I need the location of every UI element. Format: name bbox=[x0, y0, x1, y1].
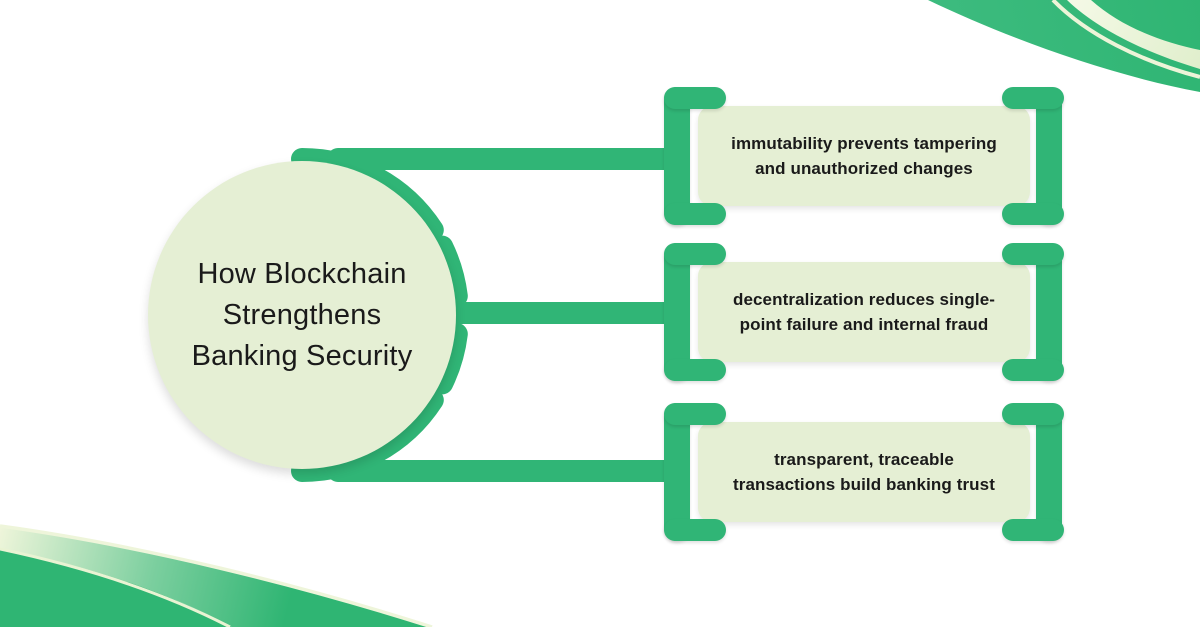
feature-box: decentralization reduces single- point f… bbox=[698, 262, 1030, 362]
center-circle: How Blockchain Strengthens Banking Secur… bbox=[148, 161, 456, 469]
center-title-line: Strengthens bbox=[222, 298, 382, 331]
feature-text-line: transactions build banking trust bbox=[732, 475, 995, 494]
corner-swoosh-top-right bbox=[928, 0, 1200, 92]
bracket-right-bar bbox=[1036, 403, 1062, 541]
center-title-line: How Blockchain bbox=[197, 257, 407, 290]
ring-arc-top bbox=[291, 148, 444, 241]
bracket-right-bar bbox=[1036, 87, 1062, 225]
cream-thin-curve-bottom-left bbox=[0, 524, 433, 627]
bracket-left-arm-bottom bbox=[664, 519, 726, 541]
bracket-left-bar bbox=[664, 87, 690, 225]
cream-band-top-right bbox=[1067, 0, 1200, 69]
bracket-right-arm-top bbox=[1002, 87, 1064, 109]
feature-text-line: transparent, traceable bbox=[774, 450, 954, 469]
feature-box: transparent, traceable transactions buil… bbox=[698, 422, 1030, 522]
feature-card-transparency: transparent, traceable transactions buil… bbox=[664, 403, 1064, 541]
feature-card-decentralization: decentralization reduces single- point f… bbox=[664, 243, 1064, 381]
bracket-right-bar bbox=[1036, 243, 1062, 381]
bracket-left-arm-top bbox=[664, 87, 726, 109]
ring-arc-upper-right bbox=[431, 235, 468, 307]
bracket-left-arm-top bbox=[664, 243, 726, 265]
gradient-band-bottom-left bbox=[0, 526, 432, 627]
bracket-left-arm-bottom bbox=[664, 203, 726, 225]
bracket-left-bar bbox=[664, 243, 690, 381]
bracket-left-bar bbox=[664, 403, 690, 541]
bracket-left-arm-top bbox=[664, 403, 726, 425]
feature-text-line: decentralization reduces single- bbox=[732, 290, 996, 309]
cream-inner-curve-bottom-left bbox=[0, 547, 231, 627]
bracket-right-arm-top bbox=[1002, 243, 1064, 265]
bracket-right-arm-bottom bbox=[1002, 203, 1064, 225]
connector-ring bbox=[291, 148, 689, 482]
feature-box: immutability prevents tampering and unau… bbox=[698, 106, 1030, 206]
corner-swoosh-bottom-left bbox=[0, 524, 433, 627]
feature-card-immutability: immutability prevents tampering and unau… bbox=[664, 87, 1064, 225]
cream-thin-curve-top-right bbox=[1051, 0, 1200, 79]
bracket-left-arm-bottom bbox=[664, 359, 726, 381]
feature-text-line: immutability prevents tampering bbox=[731, 134, 997, 153]
feature-text-line: and unauthorized changes bbox=[755, 159, 973, 178]
bracket-right-arm-bottom bbox=[1002, 359, 1064, 381]
ring-arc-lower-right bbox=[431, 323, 468, 395]
bracket-right-arm-bottom bbox=[1002, 519, 1064, 541]
bracket-right-arm-top bbox=[1002, 403, 1064, 425]
center-title-line: Banking Security bbox=[191, 339, 413, 372]
ring-arc-bottom bbox=[291, 389, 444, 482]
feature-text-line: point failure and internal fraud bbox=[739, 315, 989, 334]
